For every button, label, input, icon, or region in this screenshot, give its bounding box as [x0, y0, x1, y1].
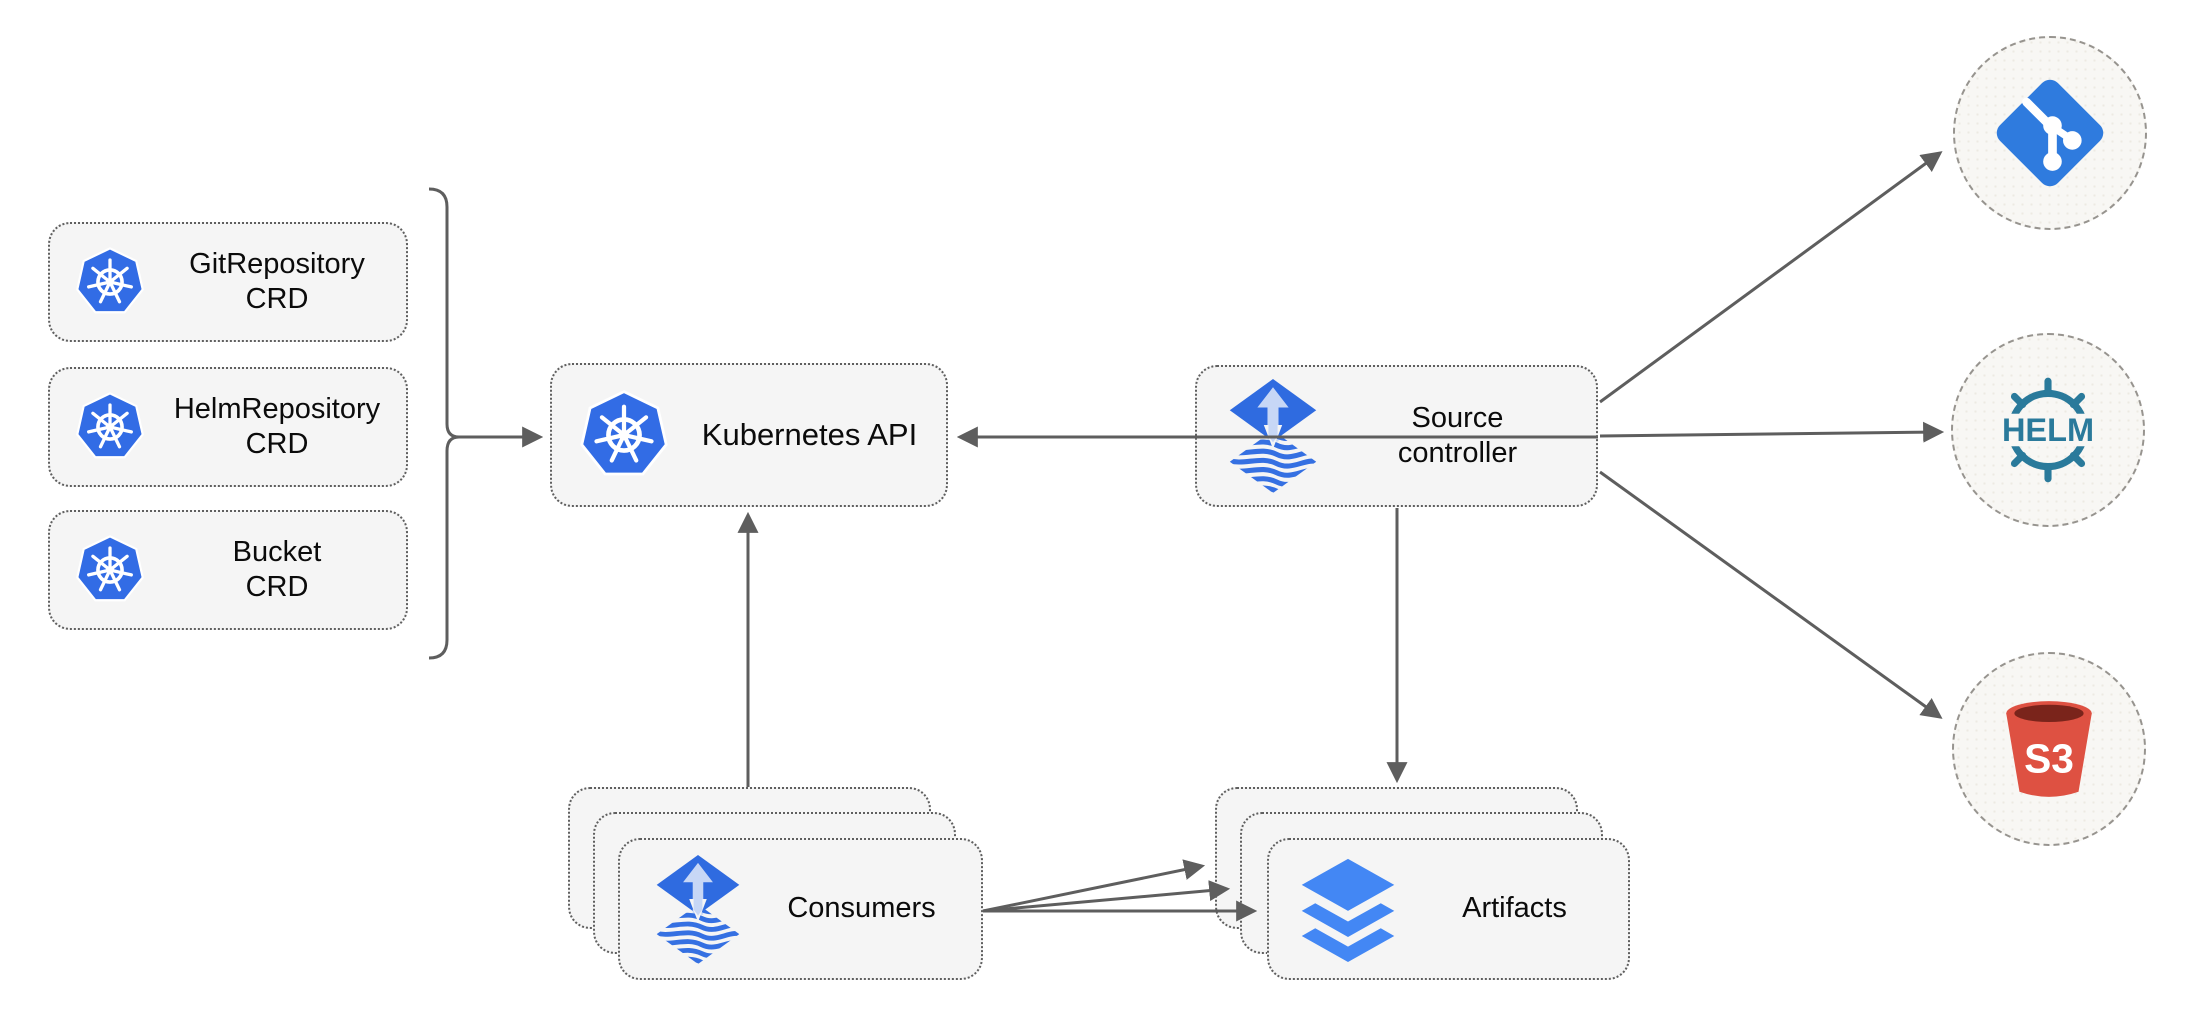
helm-icon: HELM	[1995, 377, 2101, 483]
layers-icon	[1301, 858, 1395, 962]
s3-wordmark: S3	[2024, 735, 2074, 781]
node-kubernetes-api: Kubernetes API	[550, 363, 948, 507]
crd-group-bracket	[428, 187, 460, 660]
crd-suffix: CRD	[245, 283, 309, 315]
kubernetes-icon	[76, 392, 144, 459]
node-helmrepository-crd: HelmRepository CRD	[48, 367, 408, 487]
node-bucket-crd: Bucket CRD	[48, 510, 408, 630]
node-s3-bucket: S3	[1952, 652, 2146, 846]
node-label: Source controller	[1319, 401, 1596, 472]
node-consumers: Consumers	[618, 838, 983, 980]
node-artifacts: Artifacts	[1267, 838, 1630, 980]
flux-icon	[1229, 379, 1317, 493]
kubernetes-icon	[76, 535, 144, 602]
edge-consumers-to-artifacts-1	[982, 859, 1206, 913]
crd-name: GitRepository	[189, 247, 365, 280]
edge-source-controller-to-s3	[1599, 470, 1943, 719]
node-label: Consumers	[787, 892, 936, 925]
node-label: Kubernetes API	[701, 417, 918, 453]
edge-consumers-to-artifacts-2	[982, 880, 1231, 913]
node-label: HelmRepository CRD	[148, 392, 406, 463]
crd-suffix: CRD	[245, 428, 309, 460]
node-source-controller: Source controller	[1195, 365, 1598, 507]
helm-wordmark: HELM	[2002, 412, 2094, 448]
node-git-repository	[1953, 36, 2147, 230]
node-label: GitRepository CRD	[148, 247, 406, 318]
edge-source-controller-to-git	[1599, 151, 1943, 404]
source-line1: Source	[1411, 401, 1504, 434]
node-gitrepository-crd: GitRepository CRD	[48, 222, 408, 342]
edge-source-controller-to-helm	[1599, 421, 1945, 443]
source-line2: controller	[1397, 437, 1518, 469]
flux-icon	[656, 854, 740, 964]
git-icon	[1996, 79, 2104, 187]
node-label: Artifacts	[1462, 892, 1567, 925]
crd-name: HelmRepository	[173, 392, 381, 425]
s3-bucket-icon: S3	[2006, 701, 2092, 797]
node-helm-repository: HELM	[1951, 333, 2145, 527]
crd-suffix: CRD	[245, 571, 309, 603]
crd-name: Bucket	[232, 535, 322, 568]
kubernetes-icon	[76, 247, 144, 314]
kubernetes-icon	[580, 390, 668, 476]
node-label: Bucket CRD	[148, 535, 406, 606]
